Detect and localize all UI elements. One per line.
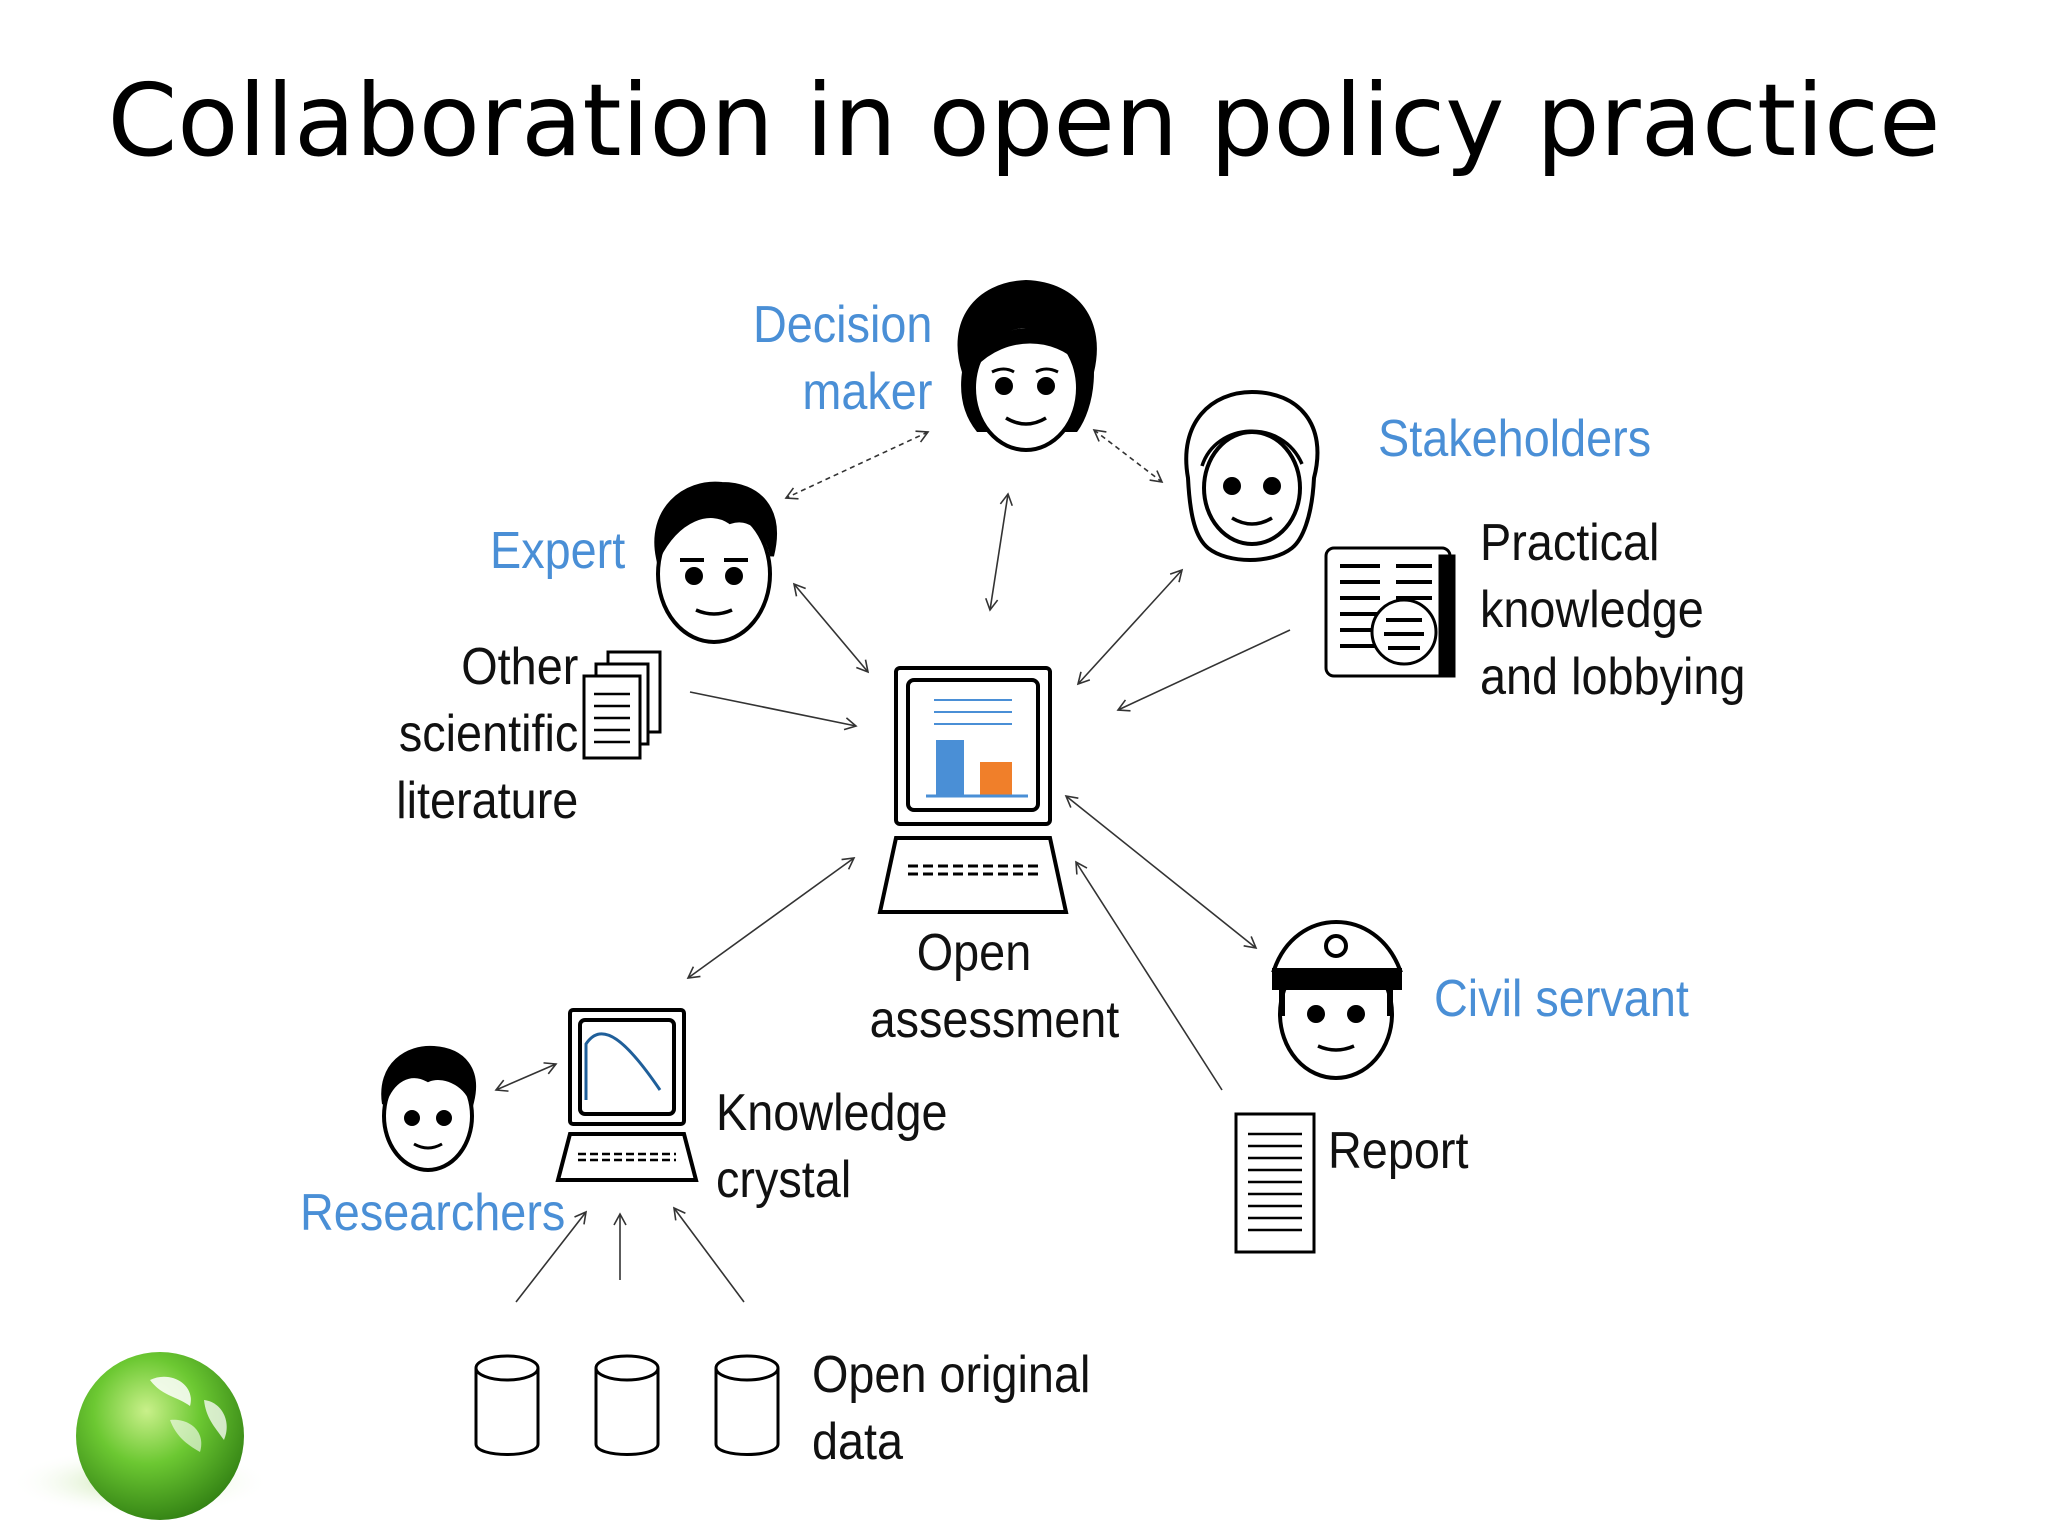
report-document-icon xyxy=(1234,1112,1316,1254)
data-cylinder-icon-1 xyxy=(474,1354,540,1456)
arrow-data1-crystal xyxy=(515,1210,588,1303)
label-decision-maker: Decision maker xyxy=(752,296,932,421)
label-civil-servant: Civil servant xyxy=(1434,970,1689,1028)
stakeholder-face-icon xyxy=(1184,389,1320,562)
label-researchers: Researchers xyxy=(300,1184,566,1242)
data-cylinder-icon-3 xyxy=(714,1354,780,1456)
label-knowledge-crystal: Knowledge crystal xyxy=(716,1084,948,1209)
arrow-crystal-assessment xyxy=(686,857,856,979)
arrow-practical-assessment xyxy=(1116,629,1291,712)
label-report: Report xyxy=(1328,1122,1469,1180)
label-other-literature: Other scientific literature xyxy=(395,638,578,830)
knowledge-crystal-computer-icon xyxy=(555,1008,699,1182)
arrow-data3-crystal xyxy=(673,1206,745,1303)
label-open-original-data: Open original data xyxy=(812,1346,1091,1471)
arrow-literature-assessment xyxy=(689,691,858,731)
slide-title: Collaboration in open policy practice xyxy=(107,62,1941,179)
label-practical-knowledge: Practical knowledge and lobbying xyxy=(1480,514,1746,706)
arrow-decision-maker-assessment xyxy=(985,492,1013,612)
arrow-expert-assessment xyxy=(792,582,870,674)
data-cylinder-icon-2 xyxy=(594,1354,660,1456)
green-sphere-logo xyxy=(10,1352,270,1520)
label-open-assessment: Open assessment xyxy=(869,924,1120,1049)
expert-face-icon xyxy=(654,481,777,644)
newspaper-icon xyxy=(1324,546,1456,678)
civil-servant-face-icon xyxy=(1271,920,1403,1080)
arrow-stakeholders-assessment xyxy=(1076,568,1184,686)
arrow-decision-maker-expert xyxy=(784,430,930,500)
arrow-assessment-civil-servant xyxy=(1064,794,1258,950)
literature-documents-icon xyxy=(582,650,662,760)
arrows xyxy=(494,428,1291,1303)
arrow-researchers-crystal xyxy=(494,1062,558,1092)
open-assessment-computer-icon xyxy=(877,666,1069,914)
arrow-decision-maker-stakeholders xyxy=(1092,428,1164,484)
label-expert: Expert xyxy=(490,522,626,580)
decision-maker-face-icon xyxy=(957,279,1097,452)
arrow-report-assessment xyxy=(1075,860,1223,1091)
researcher-face-icon xyxy=(381,1045,476,1172)
label-stakeholders: Stakeholders xyxy=(1378,410,1652,468)
